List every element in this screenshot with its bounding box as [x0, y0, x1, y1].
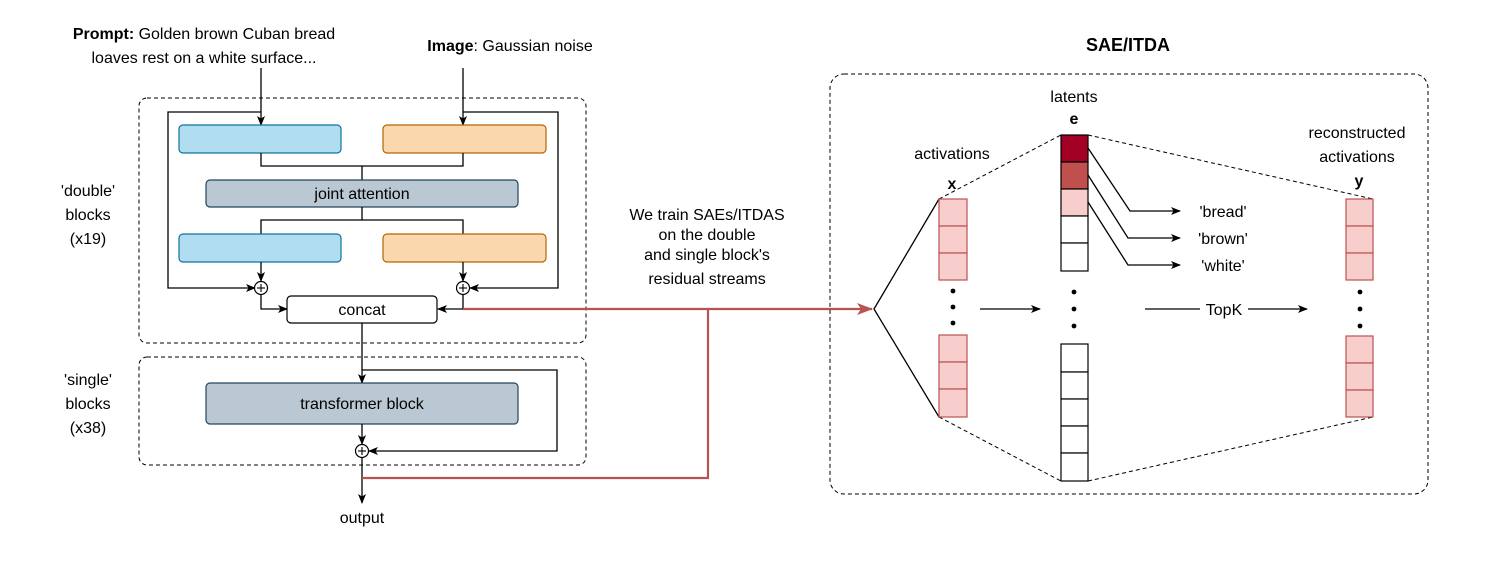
double-blocks-container — [138, 97, 587, 344]
activations-vector-top — [938, 198, 968, 281]
text-proj-block-top — [178, 124, 342, 154]
latents-label: latents — [1050, 89, 1097, 106]
training-note-line1: We train SAEs/ITDAS — [629, 207, 784, 224]
image-caption: Image: Gaussian noise — [427, 38, 593, 55]
token-bread: 'bread' — [1199, 204, 1246, 221]
single-blocks-label-1: 'single' — [64, 372, 112, 389]
training-note-line4: residual streams — [648, 271, 765, 288]
image-proj-block-bottom — [382, 233, 547, 263]
image-proj-block-top — [382, 124, 547, 154]
reconstructed-label-1: reconstructed — [1309, 125, 1406, 142]
reconstructed-vector-top — [1345, 198, 1374, 281]
activations-symbol: x — [948, 176, 957, 193]
token-arrow-bread — [1087, 147, 1181, 215]
double-blocks-label-3: (x19) — [70, 231, 106, 248]
latents-vector-bottom — [1060, 343, 1089, 482]
prompt-caption-line1: Prompt: Golden brown Cuban bread — [73, 26, 335, 43]
prompt-caption-line2: loaves rest on a white surface... — [92, 50, 317, 67]
image-add-icon — [455, 280, 471, 296]
transformer-block-label: transformer block — [300, 396, 425, 413]
latents-vector-top — [1060, 134, 1089, 272]
token-white: 'white' — [1201, 258, 1244, 275]
topk-label: TopK — [1206, 302, 1243, 319]
double-blocks-label-1: 'double' — [61, 183, 115, 200]
token-arrow-brown — [1087, 174, 1181, 242]
token-brown: 'brown' — [1198, 231, 1248, 248]
output-label: output — [340, 510, 385, 527]
text-proj-block-bottom — [178, 233, 342, 263]
split-lines — [260, 219, 464, 234]
encoder-decoder-outline — [938, 134, 1374, 482]
concat-label: concat — [338, 302, 386, 319]
single-add-icon — [354, 443, 370, 459]
residual-stream-arrow — [362, 307, 710, 480]
input-bracket — [873, 198, 940, 418]
training-note-line3: and single block's — [644, 247, 770, 264]
token-arrow-white — [1087, 201, 1181, 269]
reconstructed-ellipsis — [1357, 289, 1363, 329]
sae-title: SAE/ITDA — [1086, 35, 1170, 55]
image-to-concat-arrow — [437, 294, 464, 313]
text-to-concat-arrow — [260, 294, 288, 313]
text-add-icon — [253, 280, 269, 296]
training-note-line2: on the double — [659, 227, 756, 244]
text-residual-line — [167, 111, 261, 292]
topk-label-bg — [1200, 300, 1248, 318]
latents-ellipsis — [1071, 289, 1077, 329]
merge-lines — [260, 153, 464, 167]
activations-vector-bottom — [938, 334, 968, 418]
reconstructed-label-2: activations — [1319, 149, 1395, 166]
activations-label: activations — [914, 146, 990, 163]
single-blocks-label-2: blocks — [65, 396, 110, 413]
joint-attention-label: joint attention — [313, 186, 409, 203]
double-blocks-label-2: blocks — [65, 207, 110, 224]
activations-ellipsis — [950, 288, 956, 326]
reconstructed-vector-bottom — [1345, 335, 1374, 418]
sae-container — [829, 73, 1429, 495]
single-residual-line — [362, 369, 558, 455]
single-blocks-label-3: (x38) — [70, 420, 106, 437]
reconstructed-symbol: y — [1355, 173, 1364, 190]
image-residual-line — [463, 111, 559, 292]
latents-symbol: e — [1070, 111, 1079, 128]
